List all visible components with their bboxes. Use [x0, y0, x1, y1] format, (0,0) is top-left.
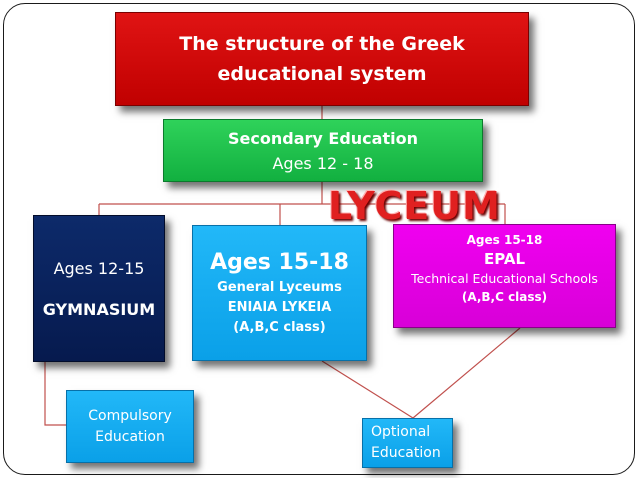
- optional-line-2: Education: [371, 445, 441, 461]
- general-lyceum-line-3: (A,B,C class): [233, 320, 326, 335]
- title-box: The structure of the Greek educational s…: [115, 12, 529, 106]
- gymnasium-to-compulsory-line: [44, 362, 66, 426]
- epal-description: Technical Educational Schools: [411, 271, 598, 286]
- compulsory-education-box: Compulsory Education: [66, 390, 194, 463]
- title-line-1: The structure of the Greek: [179, 33, 465, 55]
- compulsory-line-1: Compulsory: [88, 407, 172, 424]
- secondary-education-box: Secondary Education Ages 12 - 18: [163, 119, 483, 182]
- secondary-label: Secondary Education: [228, 128, 418, 148]
- epal-box: Ages 15-18 EPAL Technical Educational Sc…: [393, 224, 616, 328]
- gymnasium-name: GYMNASIUM: [42, 299, 156, 319]
- general-lyceum-line-2: ENIAIA LYKEIA: [227, 300, 332, 315]
- optional-line-1: Optional: [371, 424, 431, 440]
- gymnasium-box: Ages 12-15 GYMNASIUM: [33, 215, 165, 362]
- secondary-ages: Ages 12 - 18: [272, 153, 374, 173]
- epal-to-optional-line: [412, 327, 521, 419]
- epal-classes: (A,B,C class): [461, 290, 548, 304]
- compulsory-line-2: Education: [95, 428, 165, 445]
- title-line-2: educational system: [217, 63, 427, 85]
- gymnasium-ages: Ages 12-15: [53, 258, 145, 278]
- lyceum-heading: LYCEUM: [328, 184, 501, 228]
- epal-ages: Ages 15-18: [466, 233, 543, 247]
- optional-education-box: Optional Education: [362, 418, 453, 468]
- general-lyceum-box: Ages 15-18 General Lyceums ENIAIA LYKEIA…: [192, 225, 367, 361]
- general-lyceum-ages: Ages 15-18: [210, 250, 349, 275]
- epal-name: EPAL: [483, 250, 526, 268]
- lyceum-to-optional-line: [321, 360, 414, 419]
- general-lyceum-line-1: General Lyceums: [217, 280, 342, 295]
